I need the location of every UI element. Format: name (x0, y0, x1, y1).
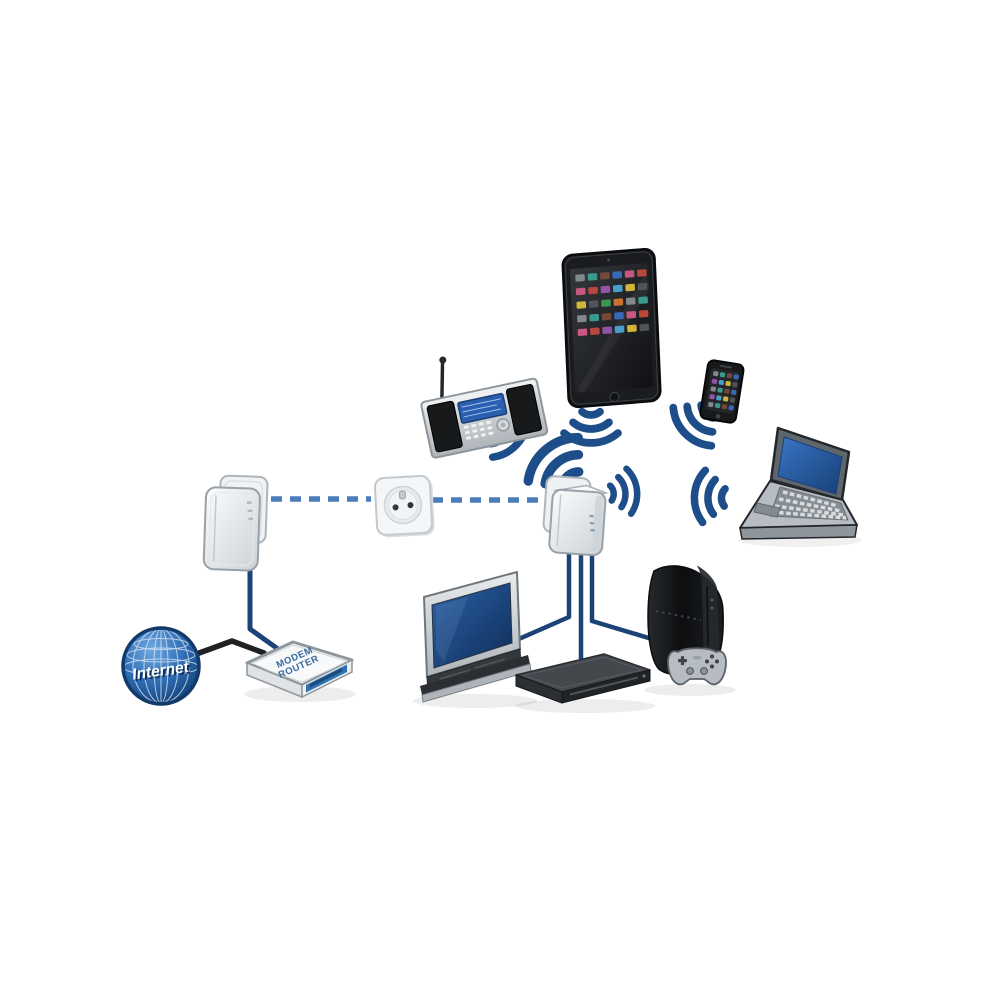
laptop-key-rows (771, 490, 847, 520)
tv (413, 571, 537, 708)
bluray-top-inset (522, 656, 643, 689)
bluray-shadow (515, 699, 655, 713)
radio-knob-center (500, 422, 506, 428)
tv-shadow (413, 694, 537, 708)
radio-antenna (440, 359, 445, 403)
tablet-home-button (609, 391, 620, 403)
ethernet-router-to-adapter (247, 557, 281, 652)
modem-router: MODEM ROUTER (244, 640, 356, 702)
gamepad-dpad (678, 656, 687, 666)
powerline-dashed-link (271, 496, 547, 503)
bluray-power-button (642, 674, 646, 678)
console-vents (655, 609, 702, 622)
adapter-wifi-seam (556, 494, 562, 547)
laptop-touchpad (753, 502, 781, 518)
adapter-lan-seam (212, 495, 217, 562)
radio-speaker-right (505, 383, 542, 436)
console-eject-button (710, 606, 714, 610)
cables (188, 545, 655, 665)
adapter-wifi-side-shade (592, 495, 604, 553)
radio-display-lines (461, 398, 501, 418)
powerline-adapter-wifi (542, 475, 609, 557)
bluray-front-left (515, 674, 563, 704)
laptop-screen (777, 436, 843, 495)
laptop-base-front (739, 524, 858, 540)
adapter-lan-leds (246, 501, 254, 521)
gamepad-stick-left (686, 667, 694, 675)
laptop (738, 426, 862, 547)
gamepad-buttons (705, 654, 719, 669)
phone-home-button (715, 413, 721, 419)
internet-cable (188, 638, 267, 659)
bluray-disc-tray (569, 676, 639, 696)
tv-screen-sheen (436, 597, 468, 662)
radio-antenna-tip (439, 356, 447, 364)
phone-speaker (719, 365, 732, 369)
console-disc-slot (706, 585, 709, 647)
tablet (561, 247, 662, 409)
tv-stand (420, 655, 530, 695)
phone-app-grid (708, 371, 739, 411)
blu-ray-player (515, 653, 655, 713)
outlet-hole-left (392, 504, 399, 511)
gamepad-center-buttons (693, 656, 701, 660)
adapter-wifi-body (548, 488, 607, 557)
adapter-lan-body (202, 486, 261, 572)
outlet-ground-pin (398, 490, 407, 500)
internet-globe: Internet Internet (121, 626, 201, 706)
console-shadow (644, 684, 736, 696)
smartphone (699, 359, 745, 424)
tv-speaker-slots (439, 658, 506, 680)
tablet-camera (606, 258, 611, 262)
radio-buttons (463, 420, 494, 440)
globe-grid (125, 630, 197, 702)
powerline-adapter-lan (202, 474, 269, 572)
tablet-app-grid (575, 269, 650, 336)
gamepad (667, 647, 727, 686)
ethernet-adapter-to-tv (509, 545, 572, 645)
console-power-button (710, 598, 714, 602)
game-console (644, 565, 736, 696)
tv-screen (431, 582, 513, 669)
ethernet-adapter-to-console (589, 545, 655, 642)
internet-radio (420, 356, 549, 459)
adapter-lan-face (208, 491, 256, 566)
wifi-waves-laptop (693, 470, 726, 524)
adapter-wifi-leds (589, 514, 595, 532)
router-port-slot (310, 668, 342, 688)
radio-speaker-left (426, 400, 463, 453)
gamepad-body (667, 647, 727, 686)
wall-outlet (373, 475, 435, 538)
outlet-hole-right (407, 502, 414, 509)
wifi-waves-adapter-right (609, 468, 640, 516)
gamepad-stick-right (700, 667, 708, 675)
